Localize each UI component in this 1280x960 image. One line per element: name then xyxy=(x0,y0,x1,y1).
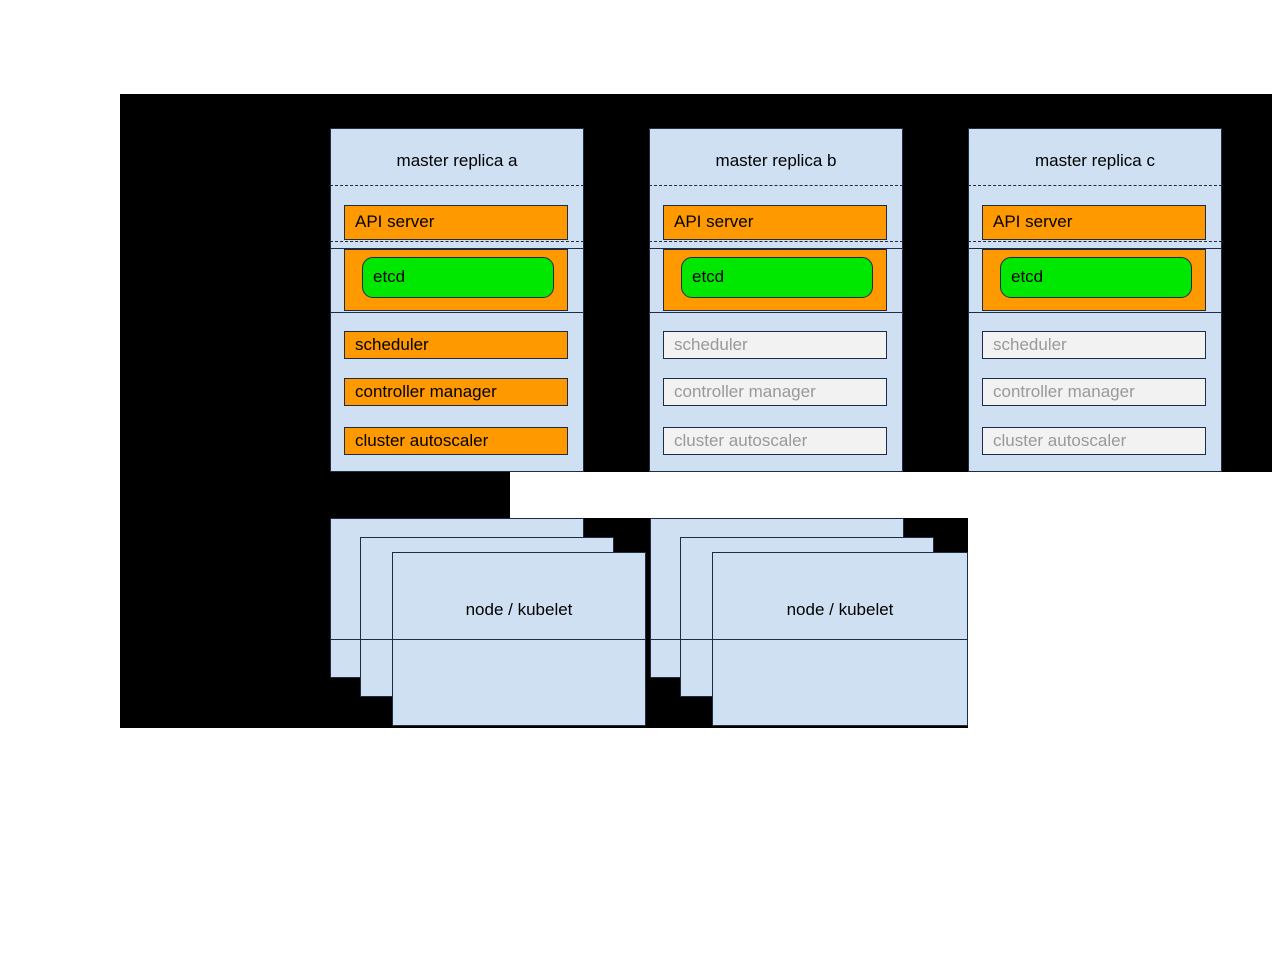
replica-b-api-server[interactable]: API server xyxy=(663,205,887,240)
replica-a-controller-manager[interactable]: controller manager xyxy=(344,378,568,406)
replica-c-etcd[interactable]: etcd xyxy=(1000,257,1192,298)
replica-c-controller-manager[interactable]: controller manager xyxy=(982,378,1206,406)
replica-b-cluster-autoscaler[interactable]: cluster autoscaler xyxy=(663,427,887,455)
replica-b-divider-solid1 xyxy=(649,248,903,249)
master-replica-title-b: master replica b xyxy=(715,151,837,170)
master-replica-title-a: master replica a xyxy=(396,151,518,170)
replica-b-scheduler[interactable]: scheduler xyxy=(663,331,887,359)
replica-b-controller-manager[interactable]: controller manager xyxy=(663,378,887,406)
replica-b-api-server-label: API server xyxy=(674,212,754,232)
replica-c-api-server-label: API server xyxy=(993,212,1073,232)
replica-a-controller-manager-label: controller manager xyxy=(355,381,497,401)
node-left-divider xyxy=(330,639,646,640)
replica-b-divider-top xyxy=(649,185,903,186)
replica-b-divider-mid xyxy=(649,241,903,242)
replica-a-etcd-label: etcd xyxy=(373,267,406,287)
replica-c-scheduler-label: scheduler xyxy=(993,334,1067,354)
replica-c-scheduler[interactable]: scheduler xyxy=(982,331,1206,359)
replica-a-cluster-autoscaler-label: cluster autoscaler xyxy=(355,430,489,450)
replica-b-divider-solid2 xyxy=(649,312,903,313)
replica-c-divider-top xyxy=(968,185,1222,186)
replica-a-etcd[interactable]: etcd xyxy=(362,257,554,298)
replica-a-cluster-autoscaler[interactable]: cluster autoscaler xyxy=(344,427,568,455)
replica-b-etcd-label: etcd xyxy=(692,267,725,287)
replica-c-divider-solid1 xyxy=(968,248,1222,249)
replica-b-scheduler-label: scheduler xyxy=(674,334,748,354)
replica-a-divider-mid xyxy=(330,241,584,242)
replica-a-scheduler-label: scheduler xyxy=(355,334,429,354)
replica-b-etcd[interactable]: etcd xyxy=(681,257,873,298)
node-right-divider xyxy=(650,639,968,640)
replica-a-api-server[interactable]: API server xyxy=(344,205,568,240)
master-replica-title-c: master replica c xyxy=(1035,151,1155,170)
replica-c-cluster-autoscaler[interactable]: cluster autoscaler xyxy=(982,427,1206,455)
replica-b-controller-manager-label: controller manager xyxy=(674,381,816,401)
replica-a-scheduler[interactable]: scheduler xyxy=(344,331,568,359)
node-right-label: node / kubelet xyxy=(786,600,894,619)
replica-c-divider-mid xyxy=(968,241,1222,242)
replica-c-cluster-autoscaler-label: cluster autoscaler xyxy=(993,430,1127,450)
replica-a-divider-solid1 xyxy=(330,248,584,249)
replica-c-divider-solid2 xyxy=(968,312,1222,313)
replica-a-divider-top xyxy=(330,185,584,186)
replica-a-divider-solid2 xyxy=(330,312,584,313)
replica-c-controller-manager-label: controller manager xyxy=(993,381,1135,401)
replica-a-api-server-label: API server xyxy=(355,212,435,232)
node-left-label: node / kubelet xyxy=(465,600,573,619)
replica-b-cluster-autoscaler-label: cluster autoscaler xyxy=(674,430,808,450)
replica-c-api-server[interactable]: API server xyxy=(982,205,1206,240)
replica-c-etcd-label: etcd xyxy=(1011,267,1044,287)
